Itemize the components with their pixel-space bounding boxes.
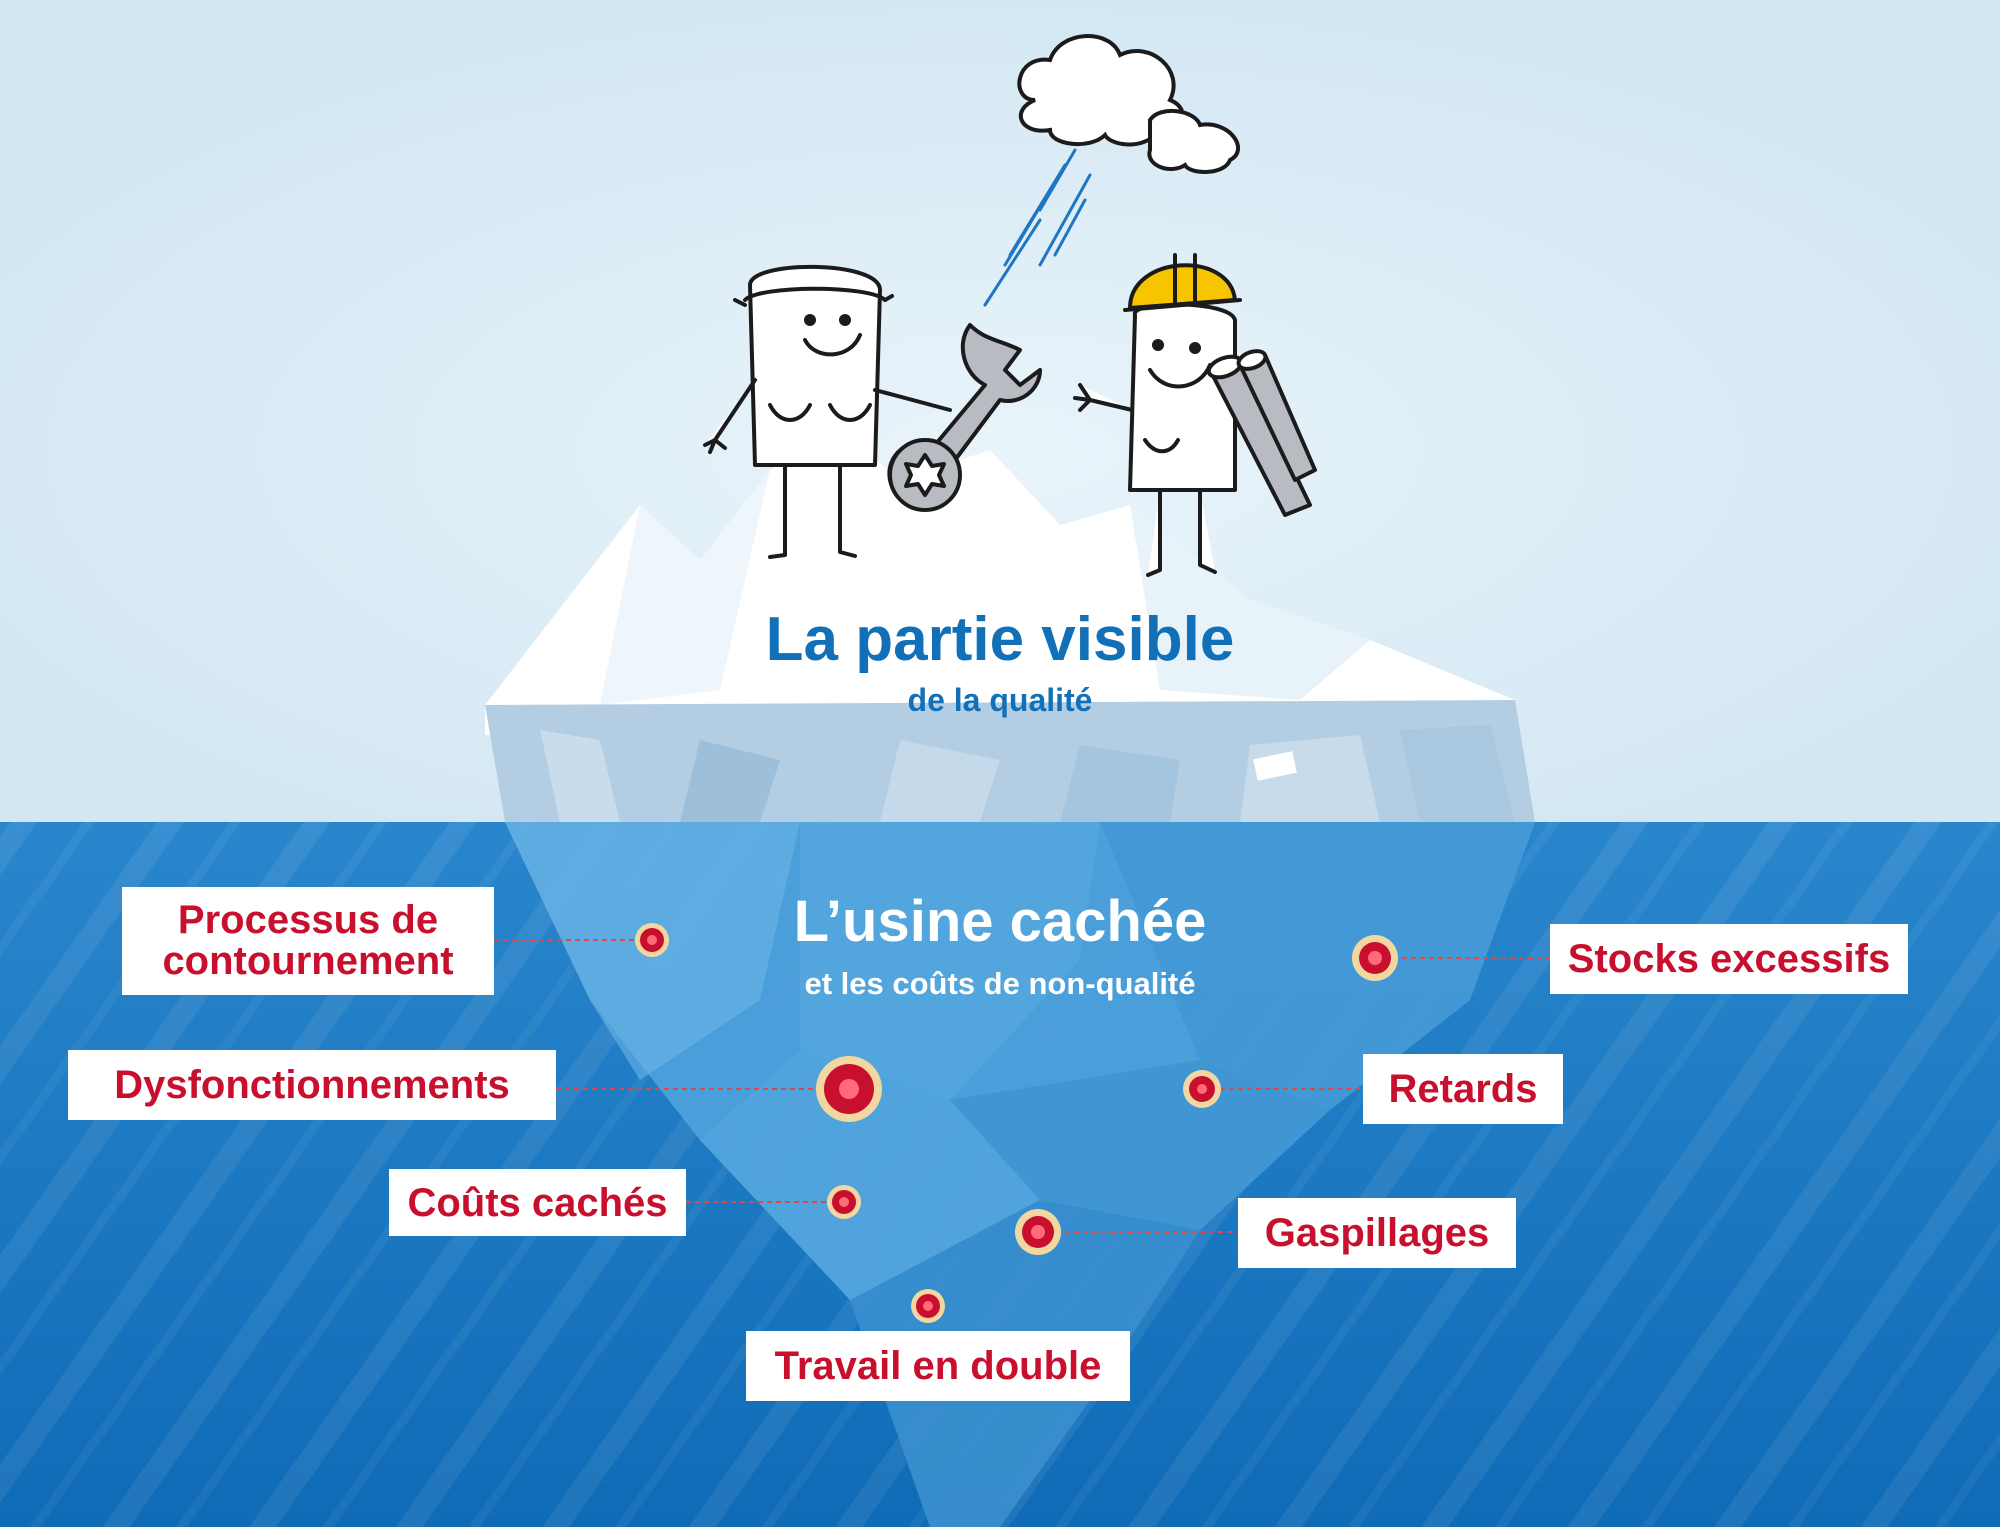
label-retards: Retards xyxy=(1363,1054,1563,1124)
visible-part-title: La partie visible xyxy=(765,605,1235,674)
visible-part-subtitle: de la qualité xyxy=(907,682,1093,718)
marker-processus xyxy=(635,923,669,957)
hard-hat-worker-icon xyxy=(1073,253,1242,577)
wrench-icon xyxy=(887,323,1042,512)
worker-icon xyxy=(703,264,952,559)
marker-couts-caches xyxy=(827,1185,861,1219)
marker-gaspillages xyxy=(1015,1209,1061,1255)
label-travail-en-double: Travail en double xyxy=(746,1331,1130,1401)
leader-lines xyxy=(494,939,1550,1233)
hidden-factory-subtitle: et les coûts de non-qualité xyxy=(804,966,1196,1001)
marker-stocks xyxy=(1352,935,1398,981)
iceberg-top xyxy=(485,430,1535,822)
label-stocks-excessifs: Stocks excessifs xyxy=(1550,924,1908,994)
cloud-icon xyxy=(1017,34,1240,174)
label-gaspillages: Gaspillages xyxy=(1238,1198,1516,1268)
marker-travail-double xyxy=(911,1289,945,1323)
label-dysfonctionnements: Dysfonctionnements xyxy=(68,1050,556,1120)
label-couts-caches: Coûts cachés xyxy=(389,1169,686,1236)
label-processus-de-contournement: Processus de contournement xyxy=(122,887,494,995)
rain-icon xyxy=(983,148,1092,307)
marker-dysfonctionnements xyxy=(816,1056,882,1122)
marker-dot-icon xyxy=(635,923,1398,1323)
hidden-factory-title: L’usine cachée xyxy=(793,889,1207,954)
blueprint-rolls-icon xyxy=(1206,349,1317,517)
marker-retards xyxy=(1183,1070,1221,1108)
